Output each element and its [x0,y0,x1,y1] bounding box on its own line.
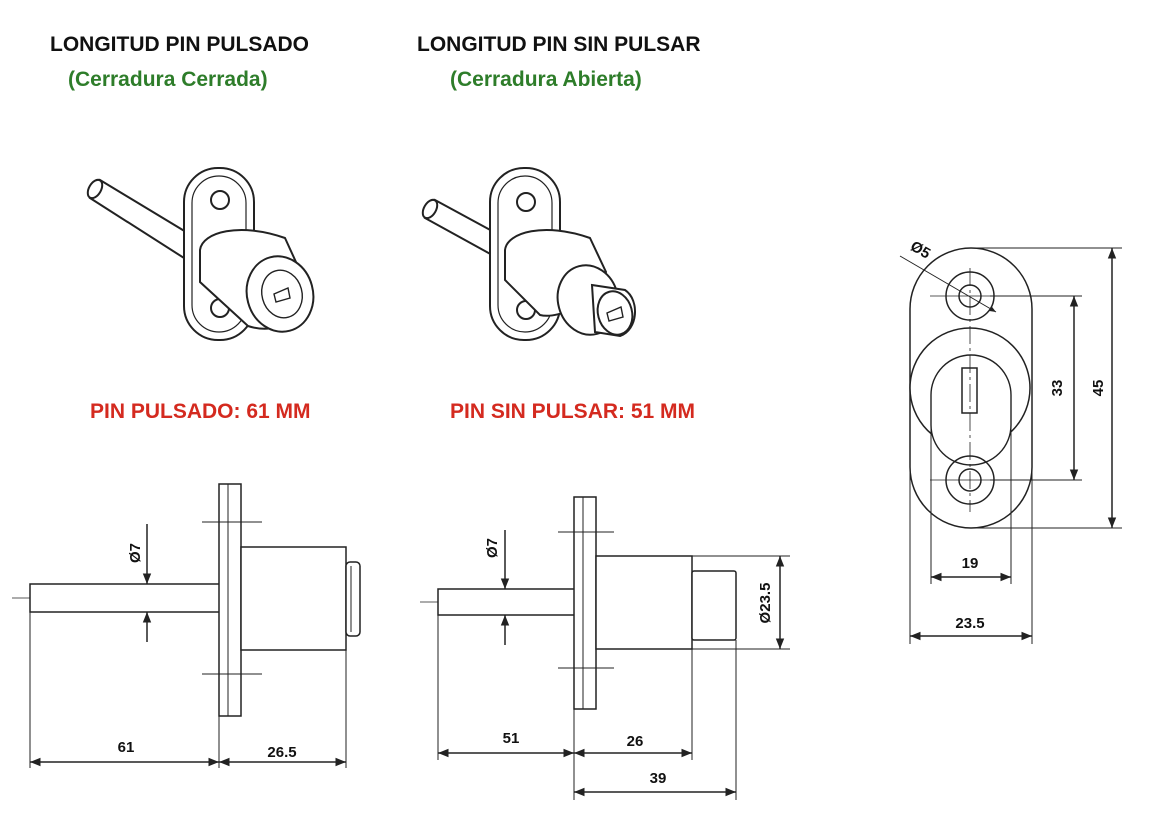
caption-pressed: PIN PULSADO: 61 MM [90,400,311,423]
dim-unpressed-body-length: 26 [627,733,644,750]
lock-unpressed-illustration [421,167,637,341]
dim-unpressed-total-length: 39 [650,770,667,787]
right-subtitle: (Cerradura Abierta) [450,68,642,91]
right-title: LONGITUD PIN SIN PULSAR [417,33,701,56]
dim-front-cylinder-width: 19 [962,555,979,572]
left-title: LONGITUD PIN PULSADO [50,33,310,56]
dim-pressed-pin-diameter: Ø7 [127,543,144,563]
dim-front-hole-spacing: 33 [1049,380,1066,397]
front-view [899,247,1122,644]
dim-front-hole-diameter: Ø5 [907,238,933,263]
side-view-pressed [12,483,361,768]
side-view-unpressed [420,496,790,800]
lock-pressed-illustration [86,167,315,341]
dim-unpressed-pin-length: 51 [503,730,520,747]
dim-pressed-pin-length: 61 [118,739,135,756]
caption-unpressed: PIN SIN PULSAR: 51 MM [450,400,696,423]
dim-unpressed-body-diameter: Ø23.5 [757,583,774,624]
left-subtitle: (Cerradura Cerrada) [68,68,268,91]
dim-front-plate-width: 23.5 [955,615,984,632]
dim-front-plate-height: 45 [1090,380,1107,397]
dim-unpressed-pin-diameter: Ø7 [484,538,501,558]
dim-pressed-body-length: 26.5 [267,744,296,761]
